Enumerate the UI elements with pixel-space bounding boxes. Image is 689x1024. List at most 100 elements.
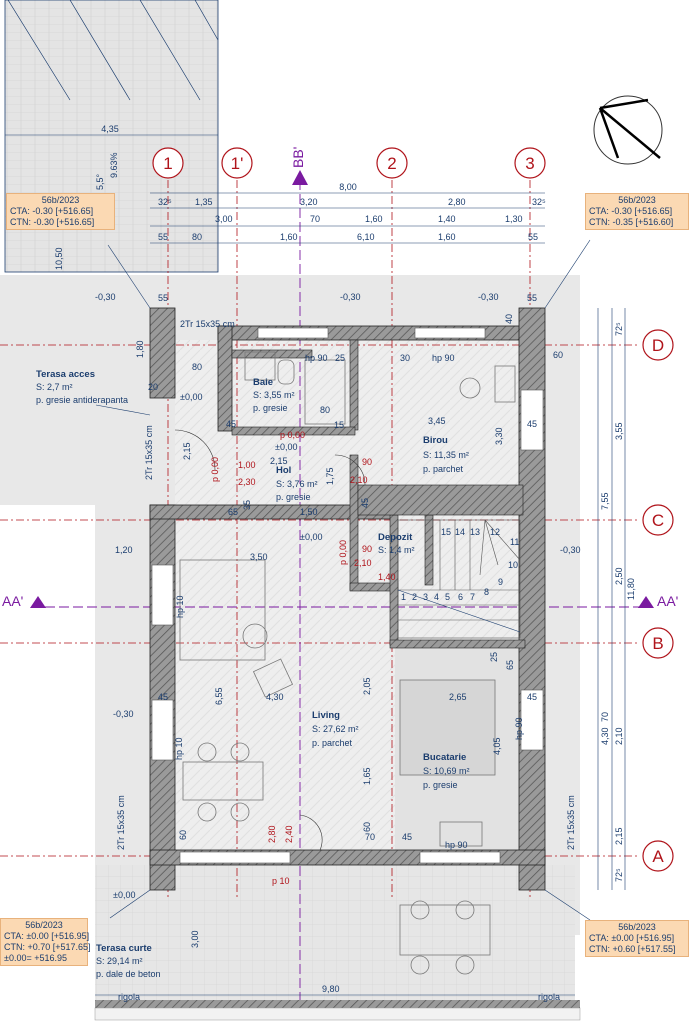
level-2: -0,30 — [340, 292, 361, 302]
label-cta: CTA: -0.30 [+516.65] — [10, 206, 94, 216]
interior-walls — [231, 339, 526, 649]
int-15: 15 — [334, 420, 344, 430]
svg-text:1: 1 — [401, 592, 406, 602]
int-430: 4,30 — [266, 692, 284, 702]
dim-right-210: 2,10 — [614, 727, 624, 745]
label-code: 56b/2023 — [618, 195, 656, 205]
int-65a: 65 — [228, 507, 238, 517]
office-chair — [459, 377, 481, 399]
int-215a: 2,15 — [182, 442, 192, 460]
axis-2: 2 — [387, 154, 396, 173]
label-box-bottom-left: 56b/2023 CTA: ±0.00 [+516.95] CTN: +0.70… — [0, 918, 91, 966]
site-white-area — [0, 505, 95, 935]
p10: p 10 — [272, 876, 290, 886]
int-45b: 45 — [226, 419, 236, 429]
int-215b: 2,15 — [270, 456, 288, 466]
int-60a: 60 — [553, 350, 563, 360]
furniture — [179, 351, 516, 975]
hp90-b: hp 90 — [432, 353, 455, 363]
svg-text:4: 4 — [434, 592, 439, 602]
tr-label-2: 2Tr 15x35 cm — [144, 425, 154, 480]
dim-1050: 10,50 — [54, 247, 64, 270]
section-aa-marker-right-icon — [638, 596, 654, 608]
svg-text:3: 3 — [423, 592, 428, 602]
dimension-lines — [5, 134, 626, 996]
room-depozit-name: Depozit — [378, 532, 413, 543]
int-25b: 25 — [489, 652, 499, 662]
int-405: 4,05 — [492, 737, 502, 755]
room-hol-name: Hol — [276, 465, 291, 476]
int-165: 1,65 — [362, 767, 372, 785]
room-terasa-curte-name: Terasa curte — [96, 943, 152, 954]
dim-r2-0: 3,00 — [215, 214, 233, 224]
axis-D: D — [652, 336, 664, 355]
coffee-table — [242, 623, 268, 649]
int-40: 40 — [504, 314, 514, 324]
room-baie-area: S: 3,55 m² — [253, 390, 295, 400]
label-cta: CTA: ±0.00 [+516.95] — [4, 931, 90, 941]
room-baie-floor: p. gresie — [253, 403, 288, 413]
label-box-bottom-right: 56b/2023 CTA: ±0.00 [+516.95] CTN: +0.60… — [585, 920, 689, 957]
section-bb-marker-icon — [292, 170, 308, 185]
int-25a: 25 — [335, 353, 345, 363]
dim-r3-2: 1,60 — [280, 232, 298, 242]
leader-lines — [95, 239, 591, 921]
tr-label-3: 2Tr 15x35 cm — [116, 795, 126, 850]
dim-right-355: 3,55 — [614, 422, 624, 440]
int-35: 35 — [242, 500, 252, 510]
p000-c: p 0,00 — [338, 540, 348, 565]
hp90-c: hp 90 — [514, 717, 524, 740]
int-30: 30 — [400, 353, 410, 363]
label-cta: CTA: ±0.00 [+516.95] — [589, 933, 675, 943]
rigola-left: rigola — [118, 992, 140, 1002]
room-depozit-area: S: 1,4 m² — [378, 545, 415, 555]
svg-text:8: 8 — [484, 587, 489, 597]
label-ref: ±0.00= +516.95 — [4, 953, 67, 963]
int-100: 1,00 — [238, 460, 256, 470]
room-hol-area: S: 3,76 m² — [276, 479, 318, 489]
room-birou-area: S: 11,35 m² — [423, 450, 469, 460]
dim-right-430: 4,30 — [600, 727, 610, 745]
kitchen-island — [399, 679, 496, 776]
roof-slope: 5,5° — [95, 173, 105, 190]
tr-label-1: 2Tr 15x35 cm — [180, 319, 235, 329]
hp90-d: hp 90 — [445, 840, 468, 850]
room-terasa-curte-area: S: 29,14 m² — [96, 956, 143, 966]
int-60b: 60 — [178, 830, 188, 840]
level-4: -0,30 — [560, 545, 581, 555]
int-65b: 65 — [505, 660, 515, 670]
int-80a: 80 — [192, 362, 202, 372]
int-20: 20 — [148, 382, 158, 392]
hp90-a: hp 90 — [305, 353, 328, 363]
stair — [397, 519, 521, 639]
svg-text:5: 5 — [445, 592, 450, 602]
room-hol-floor: p. gresie — [276, 492, 311, 502]
int-70: 70 — [365, 832, 375, 842]
shower — [304, 359, 346, 425]
dim-r2-2: 1,60 — [365, 214, 383, 224]
sink — [439, 821, 483, 847]
dim-right-725a: 72⁵ — [614, 322, 624, 336]
label-code: 56b/2023 — [25, 920, 63, 930]
label-cta: CTA: -0.30 [+516.65] — [589, 206, 673, 216]
axis-1prime: 1' — [231, 154, 244, 173]
room-terasa-acces-floor: p. gresie antiderapanta — [36, 395, 128, 405]
int-240: 2,40 — [284, 825, 294, 843]
toilet — [277, 359, 295, 385]
int-230: 2,30 — [238, 477, 256, 487]
armchair — [252, 658, 294, 698]
dim-800: 8,00 — [339, 182, 357, 192]
svg-text:15: 15 — [441, 527, 451, 537]
room-living-area: S: 27,62 m² — [312, 724, 359, 734]
svg-text:6: 6 — [458, 592, 463, 602]
axis-3: 3 — [525, 154, 534, 173]
level-ext: ±0,00 — [113, 890, 135, 900]
int-350: 3,50 — [250, 552, 268, 562]
svg-text:2: 2 — [412, 592, 417, 602]
level-int2: ±0,00 — [300, 532, 322, 542]
hp10-a: hp 10 — [174, 737, 184, 760]
axis-C: C — [652, 511, 664, 530]
room-birou-name: Birou — [423, 435, 448, 446]
int-55a: 55 — [158, 293, 168, 303]
level-5: -0,30 — [113, 709, 134, 719]
